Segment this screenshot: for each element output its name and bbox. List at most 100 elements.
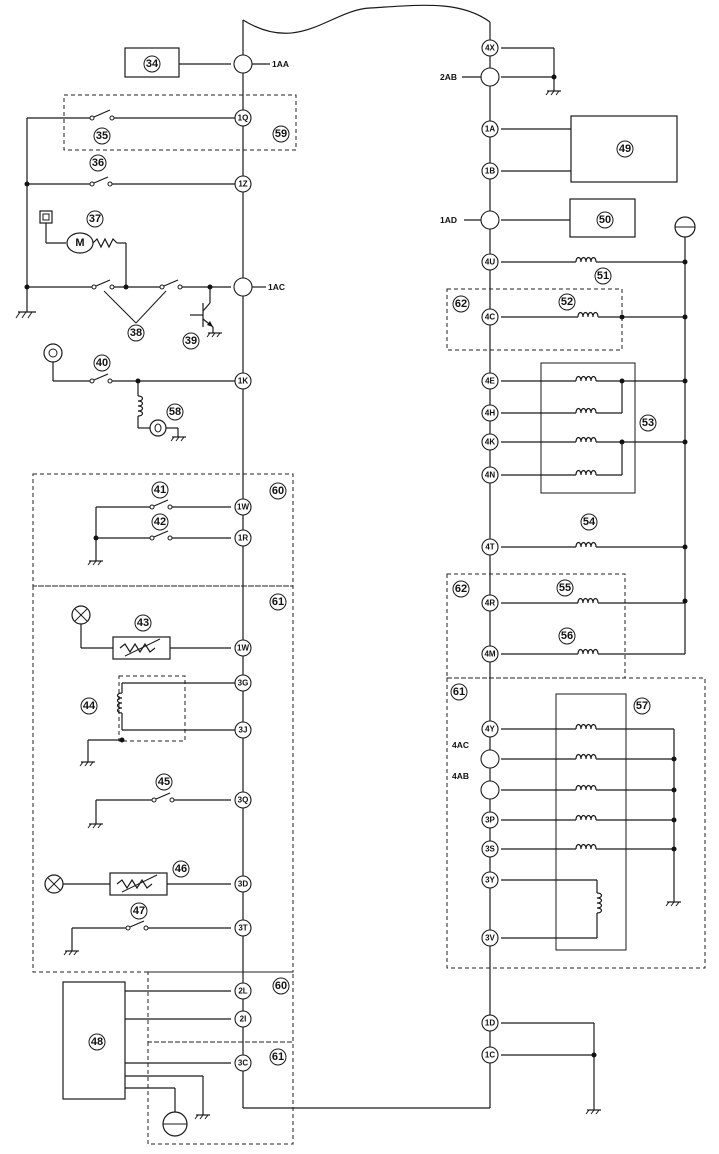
svg-text:4U: 4U — [485, 258, 495, 267]
pin-4M: 4M — [481, 645, 499, 663]
svg-text:3V: 3V — [485, 934, 495, 943]
pin-4U: 4U — [481, 253, 499, 271]
svg-text:4T: 4T — [485, 543, 494, 552]
switch-41-42 — [87, 499, 231, 566]
svg-text:M: M — [75, 237, 84, 249]
lamp-resistor-43 — [71, 605, 231, 660]
callout-52: 52 — [558, 293, 576, 311]
svg-text:36: 36 — [92, 157, 104, 169]
svg-text:51: 51 — [597, 270, 609, 282]
callout-42: 42 — [151, 513, 169, 531]
coil-block-57 — [501, 693, 681, 951]
svg-text:3P: 3P — [485, 816, 495, 825]
pin-1W: 1W — [234, 498, 252, 516]
switch-45 — [87, 792, 231, 829]
svg-text:4M: 4M — [484, 650, 495, 659]
svg-text:1AA: 1AA — [272, 59, 289, 69]
pin-4X: 4X — [481, 39, 499, 57]
callout-54: 54 — [580, 513, 598, 531]
svg-text:46: 46 — [175, 863, 187, 875]
pin-1K: 1K — [234, 372, 252, 390]
pin-1D: 1D — [481, 1014, 499, 1032]
pin-1B: 1B — [481, 162, 499, 180]
svg-text:3T: 3T — [238, 924, 247, 933]
svg-text:54: 54 — [583, 516, 596, 528]
svg-text:52: 52 — [561, 296, 573, 308]
pin-4T: 4T — [481, 538, 499, 556]
svg-text:3S: 3S — [485, 845, 495, 854]
callout-59: 59 — [272, 125, 290, 143]
svg-text:37: 37 — [89, 213, 101, 225]
pin-1AD: 1AD — [440, 210, 500, 230]
svg-text:53: 53 — [642, 417, 654, 429]
callout-48: 48 — [88, 1033, 106, 1051]
svg-text:2AB: 2AB — [440, 72, 457, 82]
callout-35: 35 — [93, 127, 111, 145]
callout-60b: 60 — [272, 977, 290, 995]
svg-text:3C: 3C — [238, 1059, 248, 1068]
coil-52 — [501, 311, 685, 320]
callout-47: 47 — [130, 902, 148, 920]
pin-1C: 1C — [481, 1046, 499, 1064]
meter-icon — [149, 419, 167, 437]
svg-text:49: 49 — [619, 143, 631, 155]
pin-1A: 1A — [481, 120, 499, 138]
callout-57: 57 — [633, 697, 651, 715]
pin-2AB: 2AB — [440, 67, 500, 87]
pin-4AC: 4AC — [452, 740, 500, 769]
svg-text:1AD: 1AD — [440, 215, 457, 225]
callout-41: 41 — [151, 481, 169, 499]
ground-icon — [15, 311, 36, 319]
svg-text:61: 61 — [272, 1051, 284, 1063]
coil-51 — [501, 256, 685, 263]
pin-1W-b: 1W — [234, 639, 252, 657]
coil-55 — [501, 597, 685, 604]
svg-text:40: 40 — [96, 357, 108, 369]
svg-text:3Q: 3Q — [238, 796, 249, 805]
callout-55: 55 — [556, 579, 574, 597]
component-34 — [124, 47, 231, 78]
svg-text:4R: 4R — [485, 599, 495, 608]
right-bus — [674, 216, 696, 654]
switch-47 — [63, 920, 231, 956]
svg-text:4X: 4X — [485, 44, 495, 53]
svg-text:1AC: 1AC — [268, 282, 285, 292]
svg-text:1D: 1D — [485, 1019, 495, 1028]
lamp-resistor-46 — [44, 872, 231, 896]
svg-text:48: 48 — [91, 1036, 103, 1048]
motor-icon: M — [66, 232, 94, 254]
pin-1AA: 1AA — [233, 54, 289, 74]
svg-text:1W: 1W — [237, 644, 249, 653]
svg-text:1Z: 1Z — [238, 180, 247, 189]
svg-text:4AC: 4AC — [452, 740, 469, 750]
coil-44 — [79, 682, 235, 767]
callout-56: 56 — [558, 627, 576, 645]
callout-53: 53 — [639, 414, 657, 432]
right-bottom-ground — [501, 1022, 601, 1115]
callout-51: 51 — [594, 267, 612, 285]
svg-text:58: 58 — [169, 406, 181, 418]
callout-45: 45 — [155, 773, 173, 791]
svg-text:1W: 1W — [237, 503, 249, 512]
svg-text:39: 39 — [185, 335, 197, 347]
pin-4N: 4N — [481, 466, 499, 484]
svg-text:35: 35 — [96, 130, 108, 142]
module-48 — [62, 981, 231, 1137]
svg-text:60: 60 — [272, 485, 284, 497]
right-top-ground — [501, 47, 561, 96]
svg-text:43: 43 — [137, 617, 149, 629]
svg-text:3J: 3J — [239, 726, 248, 735]
pin-4H: 4H — [481, 404, 499, 422]
svg-text:1Q: 1Q — [238, 114, 249, 123]
svg-text:3Y: 3Y — [485, 876, 495, 885]
pin-3G: 3G — [234, 674, 252, 692]
pin-3D: 3D — [234, 875, 252, 893]
svg-text:47: 47 — [133, 905, 145, 917]
pin-4R: 4R — [481, 594, 499, 612]
svg-text:1R: 1R — [238, 534, 248, 543]
callout-58: 58 — [166, 403, 184, 421]
pin-4AB: 4AB — [452, 771, 500, 800]
callouts: 34 35 59 36 37 38 39 40 58 60 41 42 61 4… — [80, 55, 657, 1066]
callout-39: 39 — [182, 332, 200, 350]
pin-2L: 2L — [234, 982, 252, 1000]
